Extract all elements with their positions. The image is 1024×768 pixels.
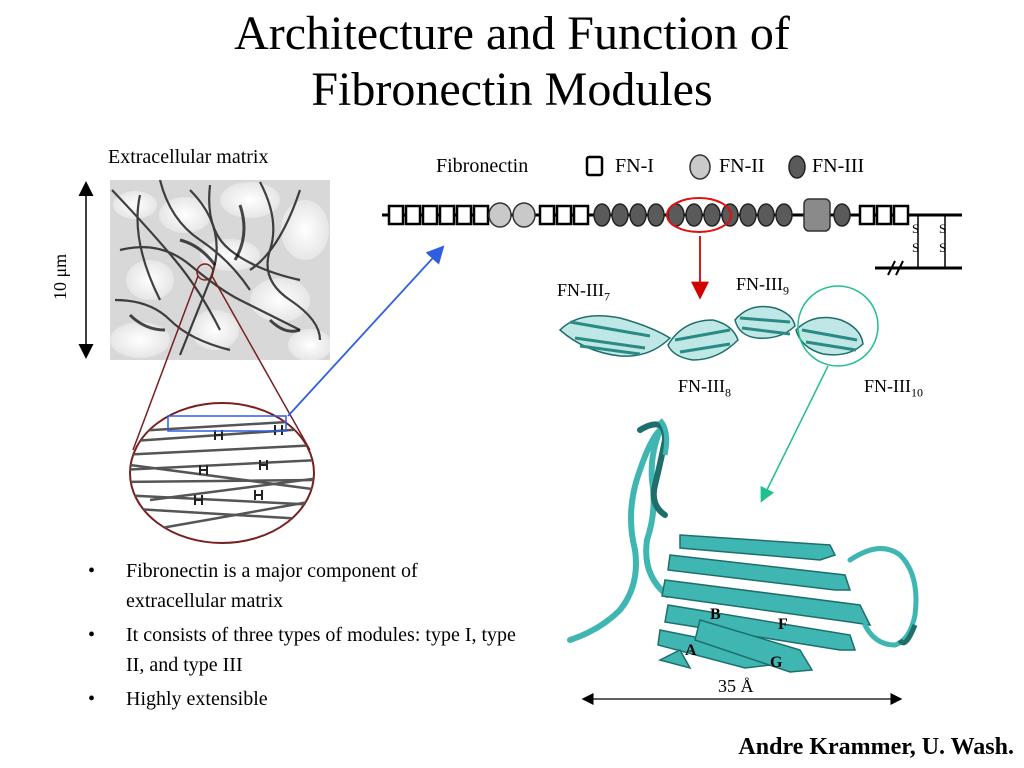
fn7-text: FN-III xyxy=(557,280,604,300)
ss-s-4: S xyxy=(939,240,947,255)
label-fn-iii-7: FN-III7 xyxy=(557,280,610,305)
fn9-text: FN-III xyxy=(736,274,783,294)
disulfide-label-1: S S xyxy=(912,222,919,254)
ss-s-1: S xyxy=(912,221,920,236)
ecm-image-label: Extracellular matrix xyxy=(108,146,269,168)
strand-f-label: F xyxy=(778,616,788,633)
highlighted-modules-ellipse xyxy=(666,197,732,233)
fn9-sub: 9 xyxy=(783,283,789,298)
bullet-item-2: It consists of three types of modules: t… xyxy=(86,620,516,680)
fibril-network-zoom xyxy=(129,402,315,544)
ss-s-3: S xyxy=(939,221,947,236)
strand-b-label: B xyxy=(710,606,721,623)
ss-s-2: S xyxy=(912,240,920,255)
strand-g-label: G xyxy=(770,654,783,671)
zoom-indicator xyxy=(132,263,311,451)
fn10-sub: 10 xyxy=(911,385,923,400)
legend-fibronectin-label: Fibronectin xyxy=(436,155,529,177)
author-credit: Andre Krammer, U. Wash. xyxy=(738,734,1014,760)
fn10-text: FN-III xyxy=(864,376,911,396)
fn7-sub: 7 xyxy=(604,289,610,304)
legend-fn-iii-label: FN-III xyxy=(812,155,865,177)
fn-iii-10-highlight-circle xyxy=(797,285,879,367)
legend-fn-ii-label: FN-II xyxy=(719,155,765,177)
label-fn-iii-8: FN-III8 xyxy=(678,376,731,401)
slide-title: Architecture and Function of Fibronectin… xyxy=(0,6,1024,118)
fn8-text: FN-III xyxy=(678,376,725,396)
green-arrow xyxy=(760,365,829,503)
fn-iii-legend-oval xyxy=(788,155,806,179)
fn-i-legend-square xyxy=(585,155,604,177)
legend-symbols xyxy=(585,154,806,180)
disulfide-label-2: S S xyxy=(939,222,946,254)
fn8-sub: 8 xyxy=(725,385,731,400)
highlighted-fibril-box xyxy=(167,415,287,432)
bullet-item-1: Fibronectin is a major component of extr… xyxy=(86,556,516,616)
fn-iii-10-structure xyxy=(567,418,919,673)
label-fn-iii-9: FN-III9 xyxy=(736,274,789,299)
bullet-item-3: Highly extensible xyxy=(86,684,516,714)
legend-fn-i-label: FN-I xyxy=(615,155,654,177)
fn-iii-7-10-ribbons xyxy=(558,305,864,361)
label-fn-iii-10: FN-III10 xyxy=(864,376,923,401)
fn-ii-legend-oval xyxy=(689,154,711,180)
bullet-list: Fibronectin is a major component of extr… xyxy=(86,556,516,718)
strand-a-label: A xyxy=(685,642,697,659)
title-line-1: Architecture and Function of xyxy=(234,7,790,60)
ecm-micrograph xyxy=(110,180,330,360)
fibronectin-module-chain xyxy=(382,197,962,276)
title-line-2: Fibronectin Modules xyxy=(311,63,713,116)
dimension-label: 35 Å xyxy=(718,676,754,696)
blue-arrow xyxy=(287,245,445,417)
